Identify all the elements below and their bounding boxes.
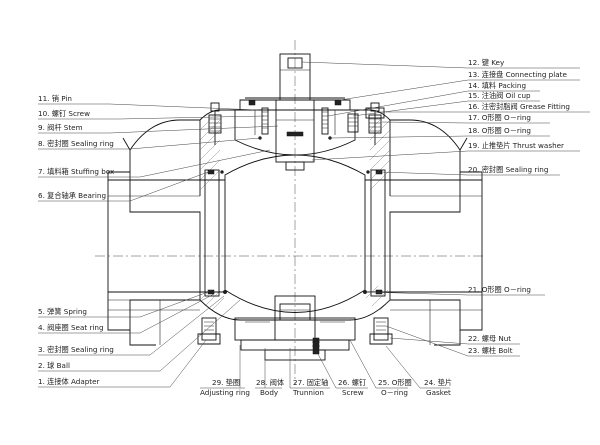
left-flange-top	[129, 119, 200, 151]
label-5-spring: 5. 弹簧 Spring	[38, 307, 87, 316]
label-1-adapter: 1. 连接体 Adapter	[38, 377, 100, 386]
bottom-right-bolt	[369, 317, 393, 345]
label-28-cn: 28. 阀体	[256, 378, 284, 387]
top-left-bolt	[208, 102, 222, 145]
label-28-en: Body	[260, 388, 279, 397]
label-4-seat-ring: 4. 阀座圈 Seat ring	[38, 323, 104, 332]
label-27-en: Trunnion	[292, 388, 324, 397]
label-20-sealing-ring: 20. 密封圈 Sealing ring	[468, 165, 548, 174]
label-24-en: Gasket	[426, 388, 451, 397]
bottom-callouts: 29. 垫圈 Adjusting ring 28. 阀体 Body 27. 固定…	[200, 339, 452, 397]
label-18-o-ring: 18. O形圈 O－ring	[468, 126, 531, 135]
bottom-screw	[312, 337, 320, 355]
label-17-o-ring: 17. O形圈 O－ring	[468, 113, 531, 122]
right-callouts: 12. 键 Key 13. 连接盘 Connecting plate 14. 填…	[301, 58, 590, 357]
label-3-sealing-ring: 3. 密封圈 Sealing ring	[38, 345, 114, 354]
label-25-cn: 25. O形圈	[378, 378, 412, 387]
label-7-stuffing-box: 7. 填料箱 Stuffing box	[38, 167, 115, 176]
stem-tip	[285, 161, 305, 171]
label-6-bearing: 6. 复合轴承 Bearing	[38, 191, 106, 200]
label-25-en: O－ring	[381, 388, 408, 397]
label-26-cn: 26. 螺钉	[338, 378, 366, 387]
label-29-en: Adjusting ring	[200, 388, 250, 397]
label-22-nut: 22. 螺母 Nut	[468, 334, 511, 343]
stuffing-box	[234, 110, 356, 156]
top-right-bolt	[368, 102, 382, 145]
label-11-pin: 11. 销 Pin	[38, 94, 72, 103]
label-8-sealing-ring: 8. 密封圈 Sealing ring	[38, 139, 114, 148]
label-10-screw: 10. 螺钉 Screw	[38, 109, 90, 118]
grease-fitting	[347, 107, 385, 133]
label-24-cn: 24. 垫片	[424, 378, 452, 387]
label-19-thrust-washer: 19. 止推垫片 Thrust washer	[468, 141, 564, 150]
left-adapter	[107, 137, 201, 346]
right-seat-ring	[370, 169, 386, 297]
label-29-cn: 29. 垫圈	[212, 378, 240, 387]
label-14-packing: 14. 填料 Packing	[468, 81, 526, 90]
label-27-cn: 27. 固定轴	[293, 378, 328, 387]
label-2-ball: 2. 球 Ball	[38, 361, 70, 370]
left-callouts: 11. 销 Pin 10. 螺钉 Screw 9. 阀杆 Stem 8. 密封圈…	[38, 94, 279, 388]
label-13-connecting-plate: 13. 连接盘 Connecting plate	[468, 70, 567, 79]
right-flange-top	[390, 119, 461, 151]
o-rings	[220, 136, 370, 295]
left-seat-ring	[204, 169, 220, 297]
label-9-stem: 9. 阀杆 Stem	[38, 123, 83, 132]
label-26-en: Screw	[342, 388, 364, 397]
label-16-grease-fitting: 16. 注密封脂阀 Grease Fitting	[468, 102, 570, 111]
label-21-o-ring: 21. O形圈 O－ring	[468, 285, 531, 294]
label-15-oil-cup: 15. 注油阀 Oil cup	[468, 91, 531, 100]
label-12-key: 12. 键 Key	[468, 58, 505, 67]
hatching	[199, 119, 391, 311]
bottom-left-bolt	[197, 317, 221, 345]
body-shell-sides	[199, 120, 391, 196]
stem-screws	[248, 99, 342, 135]
valve-drawing	[95, 40, 485, 385]
label-23-bolt: 23. 螺柱 Bolt	[468, 346, 513, 355]
